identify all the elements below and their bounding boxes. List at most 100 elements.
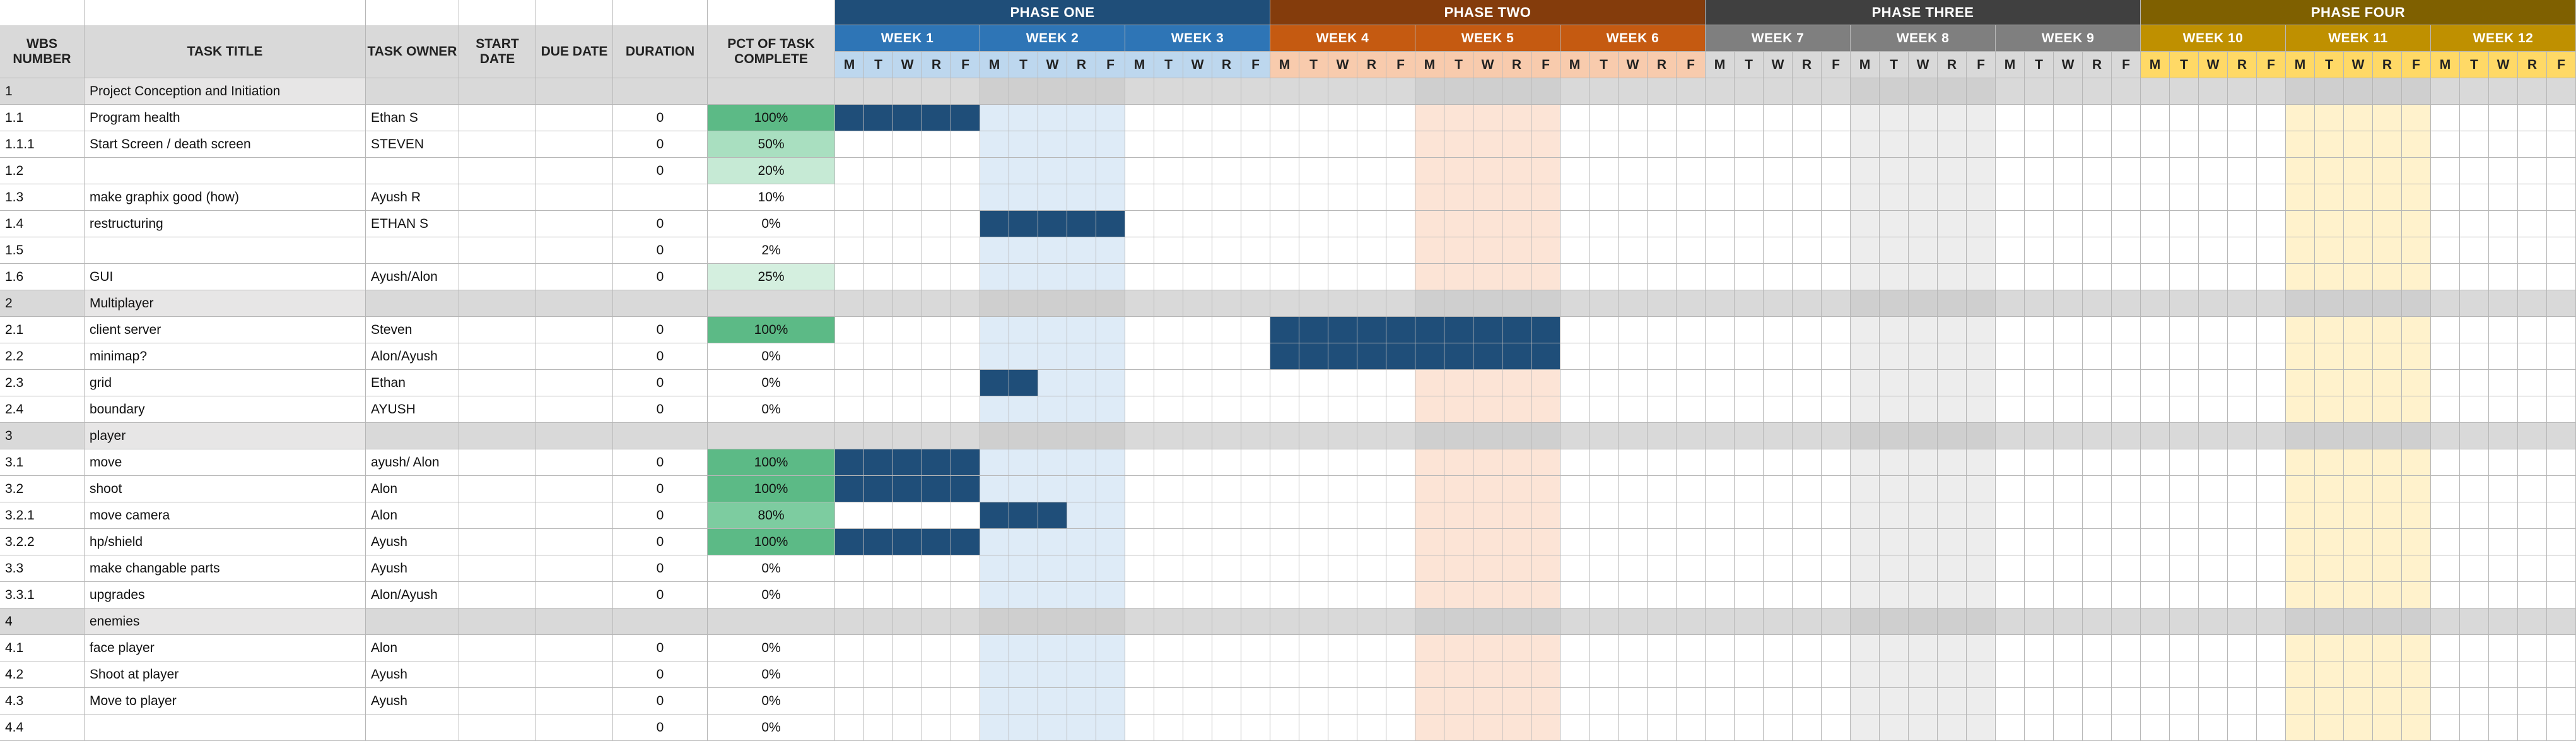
gantt-day-cell[interactable] — [951, 714, 980, 741]
gantt-day-cell[interactable] — [1560, 370, 1590, 396]
gantt-day-cell[interactable] — [951, 396, 980, 423]
gantt-day-cell[interactable] — [1909, 449, 1938, 476]
gantt-day-cell[interactable] — [1677, 449, 1706, 476]
gantt-day-cell[interactable] — [2257, 105, 2286, 131]
gantt-day-cell[interactable] — [1619, 131, 1648, 158]
gantt-day-cell[interactable] — [2228, 317, 2257, 343]
gantt-day-cell[interactable] — [1909, 343, 1938, 370]
gantt-day-cell[interactable] — [1241, 635, 1270, 661]
gantt-day-cell[interactable] — [1415, 105, 1444, 131]
gantt-day-cell[interactable] — [1357, 184, 1386, 211]
task-row-duration[interactable]: 0 — [613, 661, 708, 688]
task-row-start-date[interactable] — [459, 317, 536, 343]
gantt-day-cell[interactable] — [1386, 688, 1415, 714]
gantt-day-cell[interactable] — [864, 131, 893, 158]
gantt-day-cell[interactable] — [1851, 290, 1880, 317]
gantt-day-cell[interactable] — [2373, 476, 2402, 502]
gantt-day-cell[interactable] — [1531, 555, 1560, 582]
gantt-day-cell[interactable] — [2518, 370, 2547, 396]
task-row-due-date[interactable] — [536, 529, 613, 555]
gantt-day-cell[interactable] — [2199, 184, 2228, 211]
gantt-day-cell[interactable] — [1125, 529, 1154, 555]
gantt-day-cell[interactable] — [1706, 449, 1735, 476]
gantt-day-cell[interactable] — [1241, 370, 1270, 396]
gantt-day-cell[interactable] — [1560, 317, 1590, 343]
gantt-day-cell[interactable] — [835, 635, 864, 661]
gantt-day-cell[interactable] — [2373, 184, 2402, 211]
task-row-duration[interactable]: 0 — [613, 476, 708, 502]
gantt-day-cell[interactable] — [1038, 105, 1067, 131]
gantt-day-cell[interactable] — [2431, 555, 2460, 582]
gantt-day-cell[interactable] — [1502, 608, 1531, 635]
gantt-day-cell[interactable] — [1996, 661, 2025, 688]
gantt-day-cell[interactable] — [2489, 105, 2518, 131]
gantt-day-cell[interactable] — [2141, 714, 2170, 741]
gantt-day-cell[interactable] — [1502, 502, 1531, 529]
gantt-day-cell[interactable] — [1444, 396, 1473, 423]
gantt-day-cell[interactable] — [2083, 290, 2112, 317]
gantt-bar-cell[interactable] — [1386, 317, 1415, 343]
gantt-day-cell[interactable] — [1357, 502, 1386, 529]
gantt-bar-cell[interactable] — [980, 502, 1009, 529]
gantt-day-cell[interactable] — [2344, 396, 2373, 423]
gantt-day-cell[interactable] — [1590, 502, 1619, 529]
gantt-day-cell[interactable] — [1473, 582, 1502, 608]
gantt-day-cell[interactable] — [2170, 688, 2199, 714]
task-row-title[interactable] — [85, 158, 366, 184]
gantt-day-cell[interactable] — [1415, 370, 1444, 396]
gantt-day-cell[interactable] — [2054, 370, 2083, 396]
gantt-day-cell[interactable] — [1735, 290, 1764, 317]
gantt-day-cell[interactable] — [893, 211, 922, 237]
gantt-day-cell[interactable] — [1764, 476, 1793, 502]
task-row-wbs[interactable]: 4.2 — [0, 661, 85, 688]
gantt-day-cell[interactable] — [1328, 423, 1357, 449]
gantt-day-cell[interactable] — [1909, 582, 1938, 608]
gantt-day-cell[interactable] — [2489, 635, 2518, 661]
gantt-day-cell[interactable] — [1444, 688, 1473, 714]
gantt-day-cell[interactable] — [1357, 105, 1386, 131]
gantt-day-cell[interactable] — [1125, 396, 1154, 423]
gantt-day-cell[interactable] — [1996, 370, 2025, 396]
task-row-due-date[interactable] — [536, 211, 613, 237]
gantt-day-cell[interactable] — [1038, 714, 1067, 741]
gantt-day-cell[interactable] — [2170, 661, 2199, 688]
gantt-day-cell[interactable] — [2170, 582, 2199, 608]
gantt-day-cell[interactable] — [2199, 608, 2228, 635]
task-row-title[interactable]: client server — [85, 317, 366, 343]
gantt-day-cell[interactable] — [1328, 476, 1357, 502]
gantt-day-cell[interactable] — [2141, 317, 2170, 343]
gantt-day-cell[interactable] — [1560, 502, 1590, 529]
gantt-day-cell[interactable] — [2460, 688, 2489, 714]
gantt-bar-cell[interactable] — [1415, 343, 1444, 370]
gantt-day-cell[interactable] — [2170, 714, 2199, 741]
gantt-day-cell[interactable] — [2344, 635, 2373, 661]
gantt-day-cell[interactable] — [1648, 131, 1677, 158]
gantt-day-cell[interactable] — [864, 396, 893, 423]
gantt-day-cell[interactable] — [2460, 608, 2489, 635]
gantt-day-cell[interactable] — [2228, 211, 2257, 237]
gantt-day-cell[interactable] — [835, 714, 864, 741]
gantt-day-cell[interactable] — [2344, 78, 2373, 105]
gantt-day-cell[interactable] — [1880, 158, 1909, 184]
gantt-day-cell[interactable] — [1212, 661, 1241, 688]
gantt-day-cell[interactable] — [1938, 131, 1967, 158]
task-row-duration[interactable]: 0 — [613, 237, 708, 264]
gantt-day-cell[interactable] — [1009, 661, 1038, 688]
task-row-owner[interactable]: Ayush — [366, 661, 459, 688]
gantt-day-cell[interactable] — [2257, 237, 2286, 264]
gantt-day-cell[interactable] — [2112, 343, 2141, 370]
gantt-day-cell[interactable] — [1183, 290, 1212, 317]
gantt-day-cell[interactable] — [2460, 237, 2489, 264]
gantt-day-cell[interactable] — [2431, 476, 2460, 502]
gantt-day-cell[interactable] — [1154, 184, 1183, 211]
gantt-day-cell[interactable] — [1938, 449, 1967, 476]
gantt-bar-cell[interactable] — [951, 476, 980, 502]
task-row-duration[interactable]: 0 — [613, 396, 708, 423]
gantt-day-cell[interactable] — [1851, 396, 1880, 423]
gantt-day-cell[interactable] — [2547, 290, 2576, 317]
gantt-day-cell[interactable] — [2141, 502, 2170, 529]
gantt-day-cell[interactable] — [1822, 78, 1851, 105]
gantt-day-cell[interactable] — [2257, 423, 2286, 449]
gantt-day-cell[interactable] — [2083, 131, 2112, 158]
gantt-day-cell[interactable] — [980, 317, 1009, 343]
